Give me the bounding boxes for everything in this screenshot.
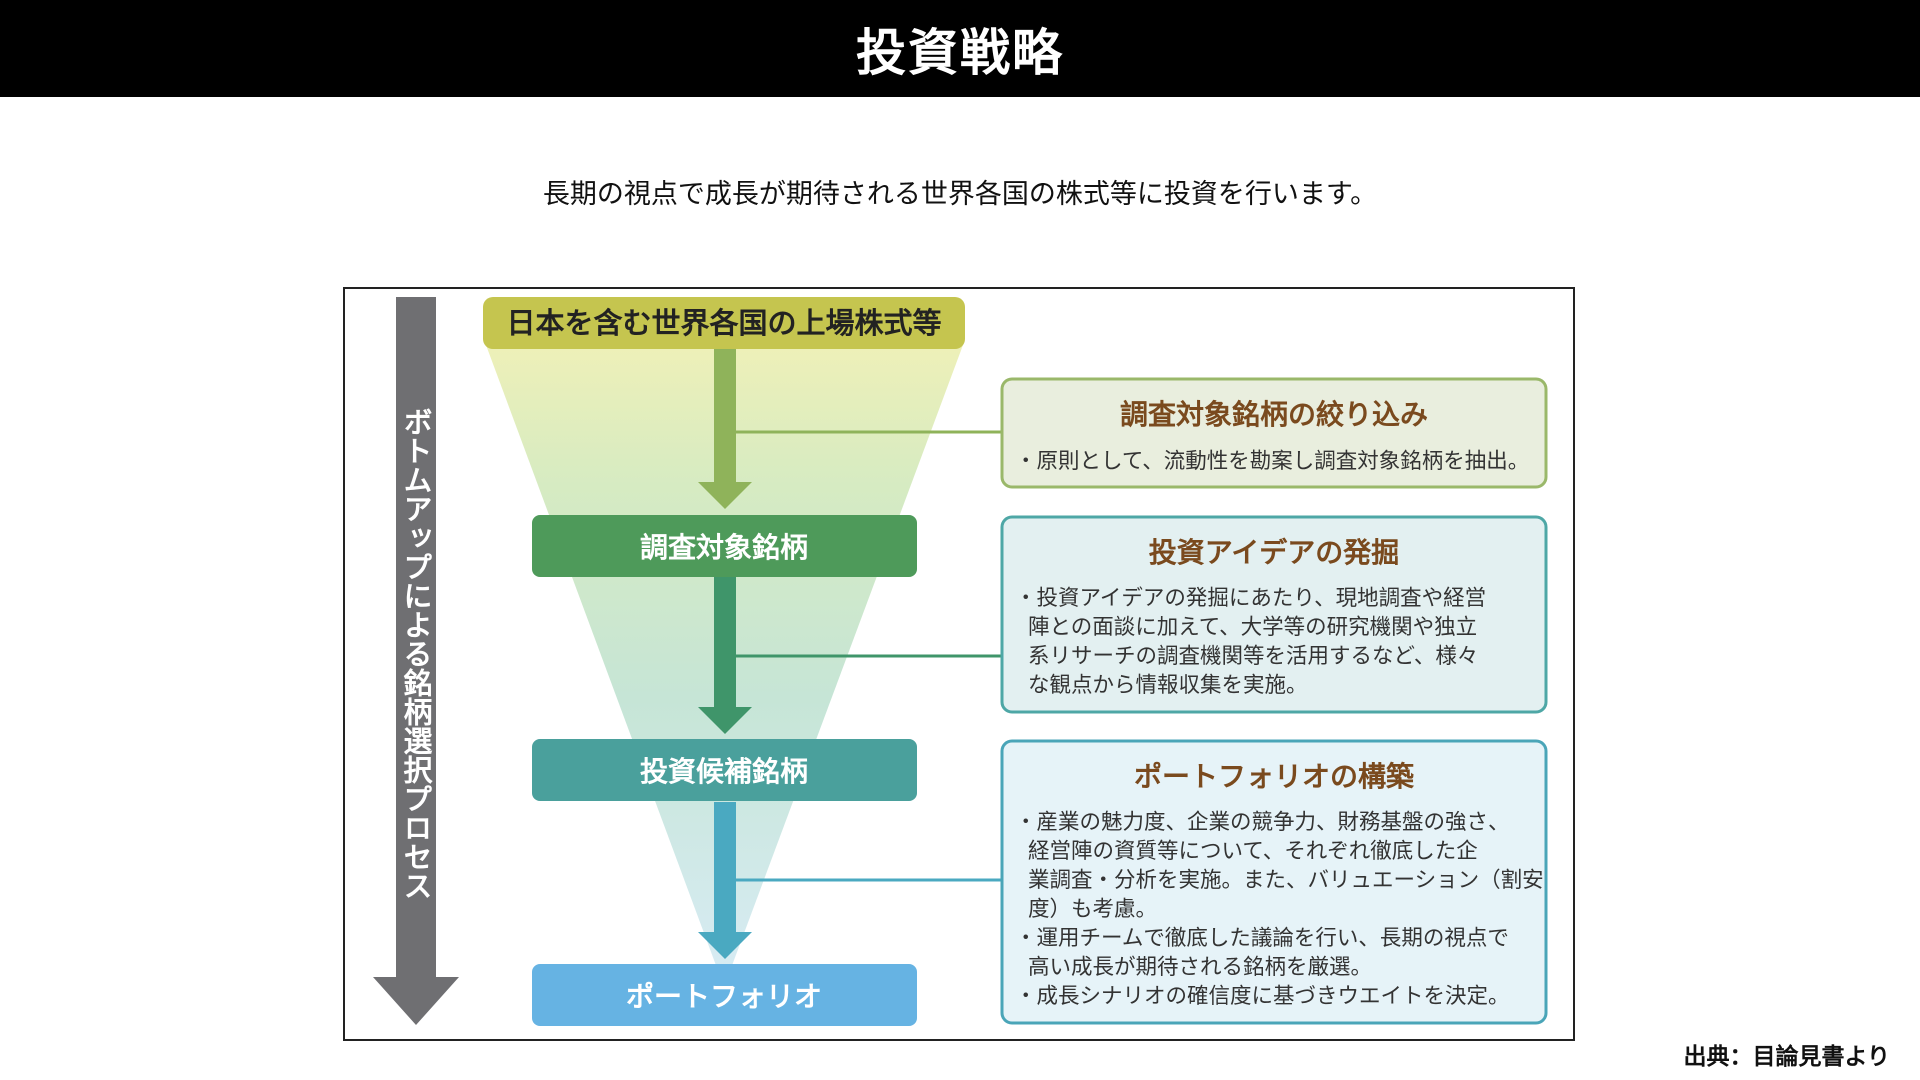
down-arrow-1 bbox=[698, 347, 752, 509]
panel-line: 経営陣の資質等について、それぞれ徹底した企 bbox=[1028, 839, 1478, 864]
panel-line: ・原則として、流動性を勘案し調査対象銘柄を抽出。 bbox=[1015, 449, 1529, 474]
stage-label-2: 投資候補銘柄 bbox=[640, 755, 808, 788]
panel-title-1: 調査対象銘柄の絞り込み bbox=[1120, 398, 1428, 431]
panel-line: な観点から情報収集を実施。 bbox=[1028, 673, 1308, 698]
down-arrow-2 bbox=[698, 577, 752, 734]
panel-title-2: 投資アイデアの発掘 bbox=[1149, 536, 1400, 569]
panel-line: ・産業の魅力度、企業の競争力、財務基盤の強さ、 bbox=[1015, 810, 1510, 835]
header-bar: 投資戦略 bbox=[0, 0, 1920, 97]
panel-line: 陣との面談に加えて、大学等の研究機関や独立 bbox=[1028, 615, 1477, 640]
panel-line: ・投資アイデアの発掘にあたり、現地調査や経営 bbox=[1015, 586, 1486, 611]
page-title: 投資戦略 bbox=[856, 23, 1064, 82]
process-side-label: ボトムアップによる銘柄選択プロセス bbox=[399, 407, 433, 900]
process-arrow-head bbox=[373, 977, 459, 1025]
info-panel-1: 調査対象銘柄の絞り込み ・原則として、流動性を勘案し調査対象銘柄を抽出。 bbox=[1000, 377, 1548, 489]
info-panel-2: 投資アイデアの発掘 ・投資アイデアの発掘にあたり、現地調査や経営 陣との面談に加… bbox=[1000, 515, 1548, 714]
down-arrow-3 bbox=[698, 802, 752, 959]
page-subtitle: 長期の視点で成長が期待される世界各国の株式等に投資を行います。 bbox=[542, 179, 1378, 210]
panel-line: 度）も考慮。 bbox=[1028, 897, 1157, 922]
stage-label-1: 調査対象銘柄 bbox=[640, 531, 808, 564]
stage-box-3: ポートフォリオ bbox=[532, 964, 917, 1026]
panel-line: ・運用チームで徹底した議論を行い、長期の視点で bbox=[1015, 926, 1509, 951]
stage-box-2: 投資候補銘柄 bbox=[532, 739, 917, 801]
panel-line: 系リサーチの調査機関等を活用するなど、様々 bbox=[1028, 644, 1478, 669]
info-panel-3: ポートフォリオの構築 ・産業の魅力度、企業の競争力、財務基盤の強さ、 経営陣の資… bbox=[1000, 739, 1548, 1025]
panel-line: 業調査・分析を実施。また、バリュエーション（割安 bbox=[1028, 868, 1544, 893]
panel-title-3: ポートフォリオの構築 bbox=[1134, 760, 1415, 793]
panel-line: ・成長シナリオの確信度に基づきウエイトを決定。 bbox=[1015, 984, 1510, 1009]
source-note: 出典：目論見書より bbox=[1683, 1044, 1890, 1070]
process-arrow-shaft bbox=[396, 297, 436, 977]
stage-box-1: 調査対象銘柄 bbox=[532, 515, 917, 577]
funnel-top-box: 日本を含む世界各国の上場株式等 bbox=[483, 297, 965, 349]
panel-line: 高い成長が期待される銘柄を厳選。 bbox=[1028, 955, 1372, 980]
process-arrow: ボトムアップによる銘柄選択プロセス bbox=[373, 297, 459, 1025]
funnel-top-label: 日本を含む世界各国の上場株式等 bbox=[506, 306, 941, 340]
diagram-frame bbox=[343, 287, 1575, 1041]
investment-process-diagram: ボトムアップによる銘柄選択プロセス 日本を含む世界各国の上場株式等 調査対象銘柄… bbox=[373, 297, 1548, 1026]
stage-label-3: ポートフォリオ bbox=[626, 980, 822, 1013]
